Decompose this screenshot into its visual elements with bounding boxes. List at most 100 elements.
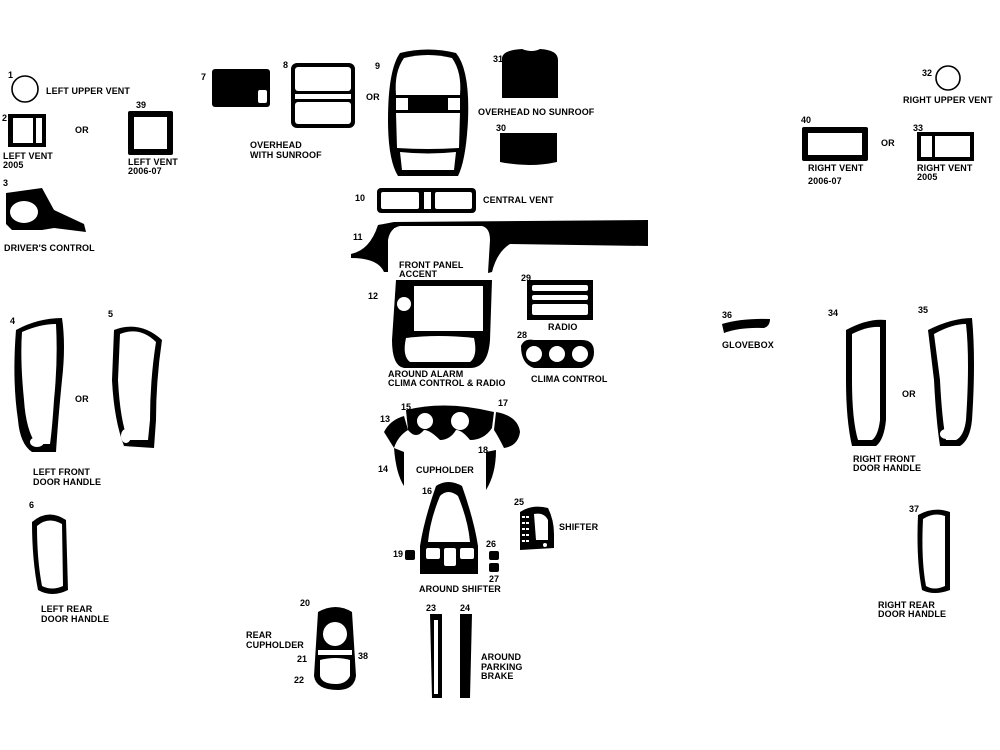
part-radio bbox=[527, 280, 593, 320]
part-number: 11 bbox=[353, 232, 363, 242]
part-left-vent-2006 bbox=[128, 111, 173, 155]
label-right-rear-door-line2: DOOR HANDLE bbox=[878, 609, 947, 619]
part-left-upper-vent bbox=[11, 75, 39, 103]
part-number: 37 bbox=[909, 504, 920, 514]
label-central-vent: CENTRAL VENT bbox=[483, 195, 554, 205]
part-number: 21 bbox=[297, 654, 308, 664]
part-17 bbox=[494, 412, 520, 448]
part-number: 5 bbox=[108, 309, 114, 319]
label-around-alarm-line2: CLIMA CONTROL & RADIO bbox=[388, 378, 506, 388]
label-parking-brake-line2: PARKING bbox=[481, 662, 523, 672]
label-around-alarm-line1: AROUND ALARM bbox=[388, 369, 464, 379]
part-30 bbox=[500, 133, 557, 165]
label-overhead-line1: OVERHEAD bbox=[250, 140, 302, 150]
label-right-vent-2006-line2: 2006-07 bbox=[808, 176, 842, 186]
part-number: 10 bbox=[355, 193, 366, 203]
label-shifter: SHIFTER bbox=[559, 522, 599, 532]
part-number: 40 bbox=[801, 115, 812, 125]
label-left-rear-door-line2: DOOR HANDLE bbox=[41, 614, 110, 624]
part-number: 26 bbox=[486, 539, 497, 549]
label-right-front-door-line2: DOOR HANDLE bbox=[853, 463, 922, 473]
part-number: 9 bbox=[375, 61, 381, 71]
part-14 bbox=[394, 448, 404, 486]
part-left-rear-door-handle bbox=[32, 514, 68, 594]
part-around-alarm bbox=[392, 280, 492, 368]
part-rear-cupholder bbox=[314, 607, 356, 690]
part-27 bbox=[489, 563, 499, 572]
part-number: 39 bbox=[136, 100, 147, 110]
part-number: 28 bbox=[517, 330, 528, 340]
label-left-vent-2005-line2: 2005 bbox=[3, 160, 24, 170]
part-number: 32 bbox=[922, 68, 933, 78]
part-number: 7 bbox=[201, 72, 207, 82]
label-left-vent-2005-line1: LEFT VENT bbox=[3, 151, 53, 161]
part-clima-control bbox=[521, 339, 594, 368]
part-number: 20 bbox=[300, 598, 311, 608]
label-parking-brake-line1: AROUND bbox=[481, 652, 522, 662]
part-19 bbox=[405, 550, 415, 560]
part-number: 27 bbox=[489, 574, 500, 584]
label-radio: RADIO bbox=[548, 322, 578, 332]
part-number: 1 bbox=[8, 70, 14, 80]
part-number: 30 bbox=[496, 123, 507, 133]
part-number: 16 bbox=[422, 486, 433, 496]
part-right-vent-2005 bbox=[917, 132, 974, 161]
part-number: 35 bbox=[918, 305, 929, 315]
part-number: 17 bbox=[498, 398, 509, 408]
label-front-panel-line1: FRONT PANEL bbox=[399, 260, 464, 270]
part-number: 33 bbox=[913, 123, 924, 133]
part-number: 25 bbox=[514, 497, 525, 507]
part-number: 8 bbox=[283, 60, 289, 70]
label-left-front-door-line1: LEFT FRONT bbox=[33, 467, 90, 477]
part-overhead-sunroof bbox=[291, 63, 355, 128]
part-number: 31 bbox=[493, 54, 504, 64]
part-left-front-door-handle-4 bbox=[14, 318, 64, 452]
part-number: 36 bbox=[722, 310, 733, 320]
label-or: OR bbox=[75, 394, 89, 404]
label-right-vent-2005-line1: RIGHT VENT bbox=[917, 163, 973, 173]
label-or: OR bbox=[902, 389, 916, 399]
part-around-shifter bbox=[420, 482, 478, 574]
part-central-vent bbox=[377, 188, 476, 213]
part-left-vent-2005 bbox=[8, 114, 46, 147]
part-right-upper-vent bbox=[935, 65, 961, 91]
label-rear-cupholder-line1: REAR bbox=[246, 630, 272, 640]
label-glovebox: GLOVEBOX bbox=[722, 340, 774, 350]
part-right-front-door-handle-35 bbox=[928, 318, 974, 446]
label-overhead-no-sunroof: OVERHEAD NO SUNROOF bbox=[478, 107, 595, 117]
part-number: 34 bbox=[828, 308, 839, 318]
part-number: 3 bbox=[3, 178, 9, 188]
part-26 bbox=[489, 551, 499, 560]
label-right-vent-2005-line2: 2005 bbox=[917, 172, 938, 182]
label-right-upper-vent: RIGHT UPPER VENT bbox=[903, 95, 993, 105]
label-right-vent-2006-line1: RIGHT VENT bbox=[808, 163, 864, 173]
part-overhead-no-sunroof bbox=[502, 49, 558, 98]
part-number: 22 bbox=[294, 675, 305, 685]
part-front-panel-accent bbox=[351, 220, 648, 273]
label-or: OR bbox=[366, 92, 380, 102]
part-18 bbox=[486, 450, 496, 490]
label-overhead-line2: WITH SUNROOF bbox=[250, 150, 322, 160]
part-13 bbox=[384, 416, 408, 448]
label-cupholder: CUPHOLDER bbox=[416, 465, 474, 475]
part-number: 19 bbox=[393, 549, 404, 559]
part-drivers-control bbox=[6, 188, 86, 232]
part-glovebox bbox=[722, 318, 770, 333]
label-clima-control: CLIMA CONTROL bbox=[531, 374, 608, 384]
part-right-vent-2006 bbox=[802, 127, 868, 161]
part-number: 14 bbox=[378, 464, 389, 474]
label-left-front-door-line2: DOOR HANDLE bbox=[33, 477, 102, 487]
part-center-stack-9 bbox=[388, 49, 469, 176]
label-parking-brake-line3: BRAKE bbox=[481, 671, 514, 681]
label-left-rear-door-line1: LEFT REAR bbox=[41, 604, 93, 614]
part-number: 13 bbox=[380, 414, 391, 424]
label-or: OR bbox=[75, 125, 89, 135]
label-right-front-door-line1: RIGHT FRONT bbox=[853, 454, 916, 464]
part-number: 2 bbox=[2, 113, 8, 123]
label-rear-cupholder-line2: CUPHOLDER bbox=[246, 640, 304, 650]
label-left-vent-2006-line1: LEFT VENT bbox=[128, 157, 178, 167]
part-shifter bbox=[520, 506, 554, 550]
part-number: 23 bbox=[426, 603, 437, 613]
